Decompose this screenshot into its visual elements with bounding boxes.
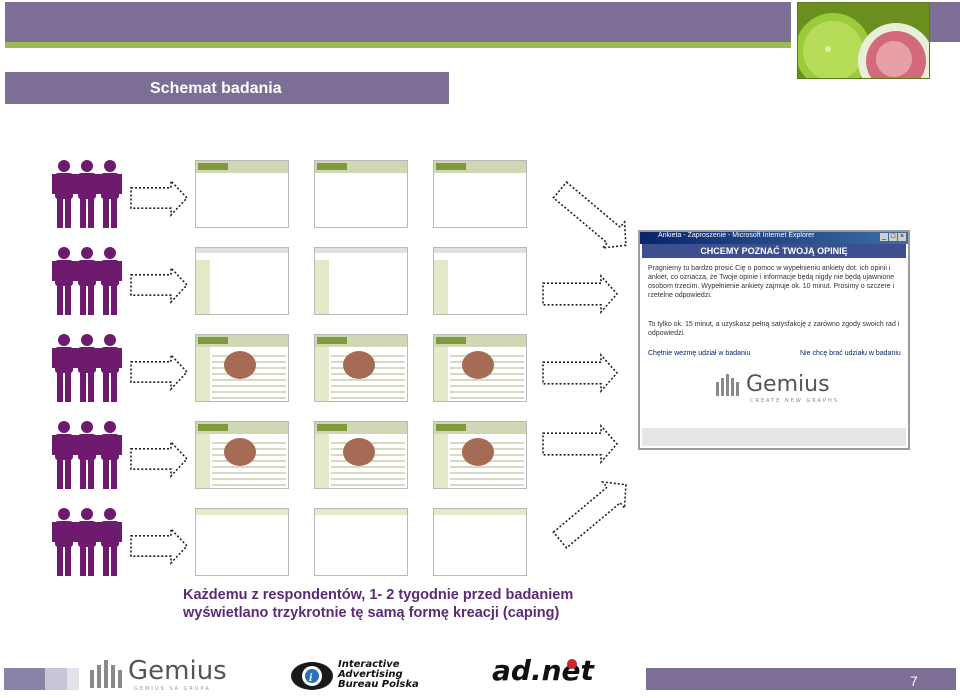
right-arrow (130, 526, 189, 566)
diagonal-arrow-down (552, 181, 627, 250)
ad-creative-thumbnail (314, 247, 408, 315)
people-icon (52, 247, 122, 315)
gemius-bars-icon (90, 660, 122, 688)
ad-creative-thumbnail (433, 247, 527, 315)
survey-invitation-window: Ankieta - Zaproszenie - Microsoft Intern… (638, 230, 910, 450)
accept-survey-link[interactable]: Chętnie wezmę udział w badaniu (648, 350, 751, 357)
ad-creative-thumbnail (195, 160, 289, 228)
survey-paragraph-2: To tylko ok. 15 minut, a uzyskasz pełną … (648, 321, 900, 337)
ad-creative-thumbnail (314, 334, 408, 402)
window-title: Ankieta - Zaproszenie - Microsoft Intern… (658, 232, 815, 239)
right-arrow (542, 352, 619, 394)
svg-text:i: i (309, 670, 313, 684)
caption-line-2: wyświetlano trzykrotnie tę samą formę kr… (183, 605, 560, 621)
respondents-group (52, 160, 126, 235)
ad-creative-thumbnail (433, 334, 527, 402)
close-button[interactable]: × (898, 233, 906, 241)
gemius-footer-logo: Gemius GEMIUS SA GRUPA (90, 656, 240, 694)
gemius-footer-sub: GEMIUS SA GRUPA (134, 686, 211, 692)
top-banner-corner (930, 2, 960, 42)
window-statusbar (642, 428, 906, 446)
ad-creative-thumbnail (195, 421, 289, 489)
respondents-group (52, 421, 126, 496)
ad-creative-thumbnail (195, 508, 289, 576)
right-arrow (130, 265, 189, 305)
eye-icon: i (291, 662, 333, 690)
footer-block-2 (45, 668, 67, 690)
title-bar (5, 72, 449, 104)
page-number: 7 (910, 673, 918, 689)
iab-line-3: Bureau Polska (338, 679, 419, 690)
fruit-icon (798, 13, 929, 78)
ad-creative-thumbnail (195, 247, 289, 315)
diagonal-arrow-shape (552, 480, 627, 549)
diagonal-arrow-shape (552, 181, 627, 250)
respondents-group (52, 508, 126, 583)
slide-title: Schemat badania (150, 80, 282, 97)
caption-line-1: Każdemu z respondentów, 1- 2 tygodnie pr… (183, 587, 574, 603)
people-icon (52, 508, 122, 576)
window-controls: _□× (879, 233, 906, 241)
iab-line-1: Interactive (338, 659, 400, 670)
fruit-logo (797, 2, 930, 79)
ad-creative-thumbnail (433, 160, 527, 228)
gemius-bars-icon (716, 374, 739, 396)
survey-paragraph-1: Pragniemy tu bardzo prosić Cię o pomoc w… (648, 265, 895, 299)
people-icon (52, 334, 122, 402)
ad-creative-thumbnail (314, 508, 408, 576)
maximize-button[interactable]: □ (889, 233, 897, 241)
respondents-group (52, 334, 126, 409)
right-arrow (130, 178, 189, 218)
window-titlebar: Ankieta - Zaproszenie - Microsoft Intern… (640, 232, 908, 244)
iab-line-2: Advertising (338, 669, 403, 680)
top-banner (5, 2, 791, 42)
iab-logo: i Interactive Advertising Bureau Polska (290, 658, 440, 694)
diagonal-arrow-up (552, 480, 627, 549)
iab-text: Interactive Advertising Bureau Polska (338, 660, 419, 690)
adnet-text: ad.net (492, 654, 594, 687)
people-icon (52, 421, 122, 489)
ad-creative-thumbnail (433, 421, 527, 489)
footer-page-bar (646, 668, 956, 690)
footer-block-1 (4, 668, 45, 690)
right-arrow (542, 273, 619, 315)
people-icon (52, 160, 122, 228)
gemius-popup-sub: CREATE NEW GRAPHS (750, 398, 839, 404)
minimize-button[interactable]: _ (880, 233, 888, 241)
slide-caption: Każdemu z respondentów, 1- 2 tygodnie pr… (183, 586, 573, 622)
footer-block-3 (67, 668, 79, 690)
ad-creative-thumbnail (433, 508, 527, 576)
respondents-group (52, 247, 126, 322)
right-arrow (542, 423, 619, 465)
ad-creative-thumbnail (195, 334, 289, 402)
adnet-accent-icon (567, 659, 577, 669)
top-accent-line (5, 42, 791, 48)
ad-creative-thumbnail (314, 421, 408, 489)
gemius-popup-brand: Gemius (746, 372, 830, 397)
right-arrow (130, 352, 189, 392)
ad-creative-thumbnail (314, 160, 408, 228)
gemius-footer-brand: Gemius (128, 656, 227, 686)
right-arrow (130, 439, 189, 479)
decline-survey-link[interactable]: Nie chcę brać udziału w badaniu (800, 350, 901, 357)
survey-header: CHCEMY POZNAĆ TWOJĄ OPINIĘ (642, 244, 906, 258)
